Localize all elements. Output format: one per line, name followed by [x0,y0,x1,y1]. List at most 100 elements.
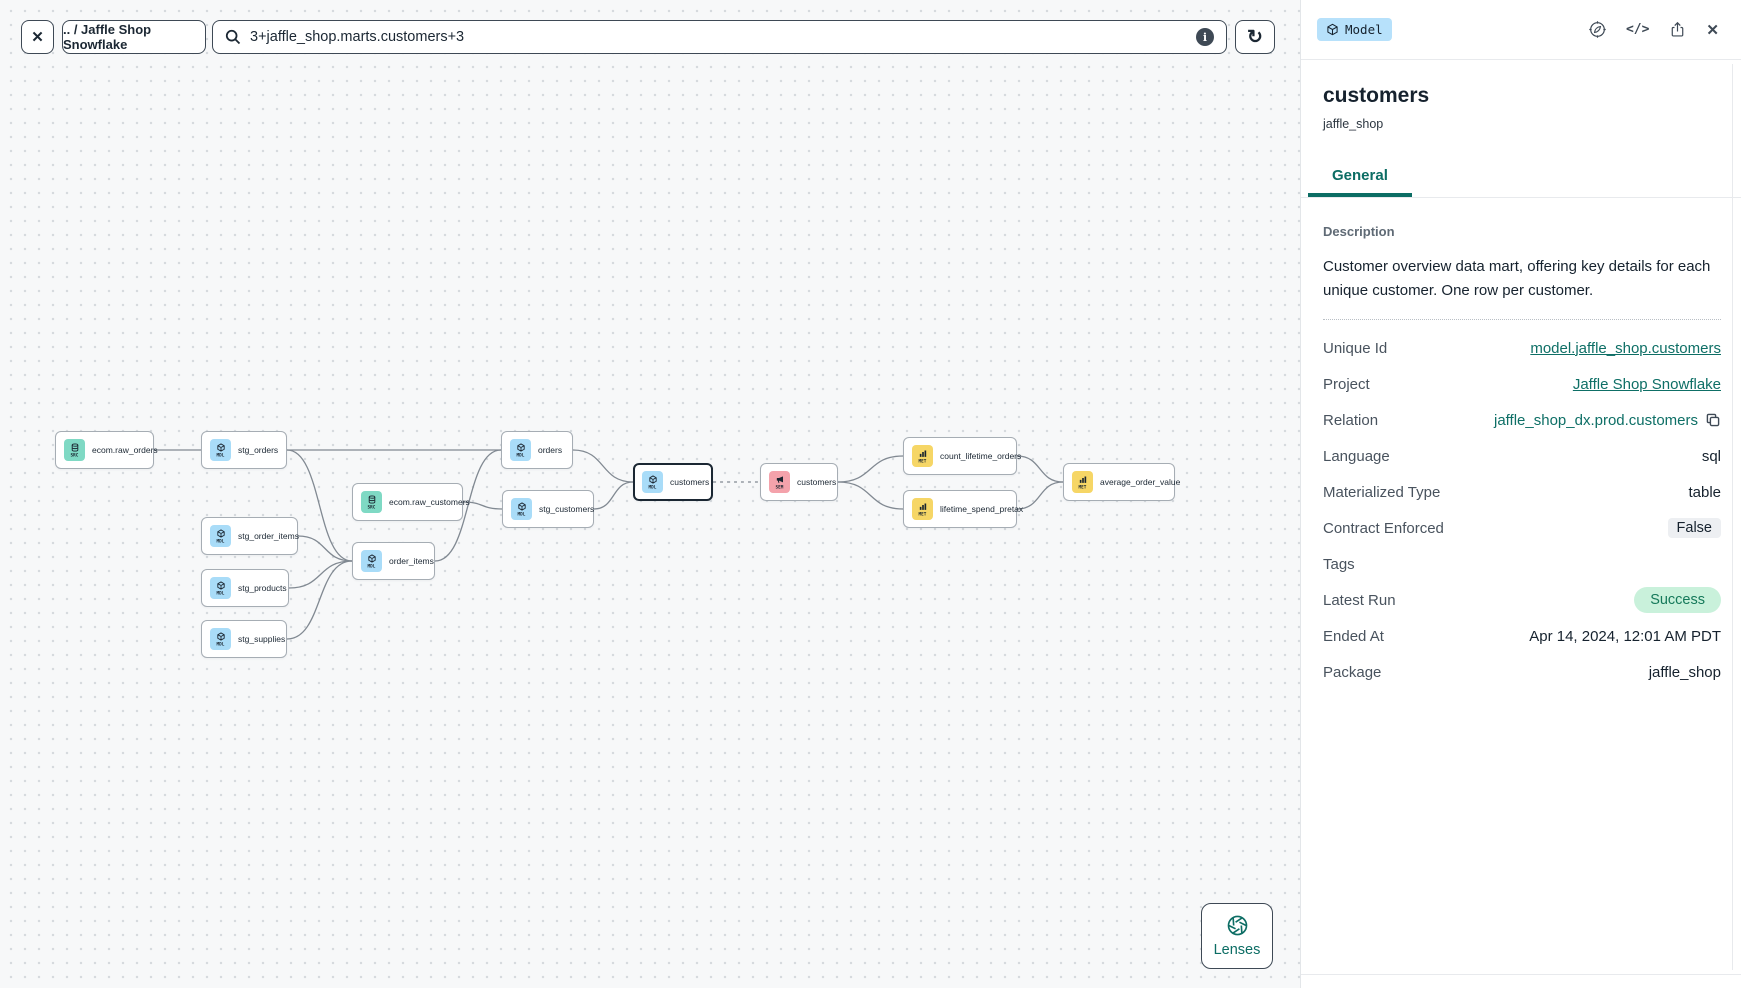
node-label: count_lifetime_orders [940,451,1022,461]
edge-stg-order-items-to-order-items [297,535,353,562]
detail-label: Relation [1323,411,1379,429]
tab-general[interactable]: General [1308,161,1412,197]
node-customers[interactable]: MDL customers [633,463,713,501]
panel-subtitle: jaffle_shop [1323,117,1384,131]
detail-row-tags: Tags [1323,546,1721,582]
breadcrumb-label: .. / Jaffle Shop Snowflake [63,22,152,52]
info-icon[interactable]: i [1196,28,1214,46]
detail-row-language: Language sql [1323,438,1721,474]
database-icon: SRC [64,439,85,461]
lenses-aperture-icon [1227,915,1247,936]
page-title: customers [1323,84,1430,107]
panel-header: Model </> ✕ [1301,0,1741,60]
divider [1301,974,1741,975]
detail-label: Latest Run [1323,591,1396,609]
detail-link[interactable]: Jaffle Shop Snowflake [1572,375,1721,393]
node-ecom-raw-orders[interactable]: SRC ecom.raw_orders [55,431,158,469]
bar-chart-icon: MET [912,498,933,520]
lenses-label: Lenses [1213,942,1261,958]
node-label: orders [538,445,563,455]
detail-row-project: Project Jaffle Shop Snowflake [1323,366,1721,402]
detail-label: Contract Enforced [1323,519,1444,537]
share-icon[interactable] [1668,20,1687,39]
details-panel: Model </> ✕ cu [1300,0,1741,988]
node-stg-orders[interactable]: MDL stg_orders [201,431,287,469]
node-label: ecom.raw_orders [92,445,158,455]
close-lineage-button[interactable]: ✕ [21,20,54,54]
node-orders[interactable]: MDL orders [501,431,573,469]
detail-value: sql [1701,447,1721,465]
database-icon: SRC [361,491,382,513]
breadcrumb[interactable]: .. / Jaffle Shop Snowflake [62,20,206,54]
refresh-button[interactable]: ↻ [1235,20,1275,54]
node-count-lifetime-orders[interactable]: MET count_lifetime_orders [903,437,1021,475]
detail-label: Materialized Type [1323,483,1441,501]
node-stg-supplies[interactable]: MDL stg_supplies [201,620,287,658]
search-input[interactable] [250,29,1187,45]
node-lifetime-spend-pretax[interactable]: MET lifetime_spend_pretax [903,490,1023,528]
edge-stg-supplies-to-order-items [286,560,353,640]
cube-icon: MDL [642,471,663,493]
close-icon: ✕ [31,29,44,46]
detail-value: jaffle_shop [1648,663,1721,681]
detail-link[interactable]: model.jaffle_shop.customers [1530,339,1721,357]
edge-orders-to-customers [572,449,634,483]
node-label: stg_orders [238,445,279,455]
cube-icon: MDL [210,628,231,650]
model-type-badge: Model [1317,18,1392,41]
contract-badge: False [1667,518,1721,538]
copy-icon[interactable] [1705,412,1721,428]
edge-lifetime-spend-pretax-to-average-order-value [1016,481,1064,510]
description-label: Description [1323,224,1395,239]
node-stg-products[interactable]: MDL stg_products [201,569,289,607]
detail-label: Language [1323,447,1390,465]
node-label: customers [670,477,710,487]
node-label: stg_customers [539,504,595,514]
node-average-order-value[interactable]: MET average_order_value [1063,463,1180,501]
node-label: customers [797,477,837,487]
node-label: stg_supplies [238,634,286,644]
edge-count-lifetime-orders-to-average-order-value [1016,455,1064,483]
detail-row-relation: Relation jaffle_shop_dx.prod.customers [1323,402,1721,438]
close-panel-icon[interactable]: ✕ [1706,21,1719,39]
megaphone-icon: SEM [769,471,790,493]
detail-row-latest-run: Latest Run Success [1323,582,1721,618]
cube-icon: MDL [210,525,231,547]
edge-customers-sem-to-count-lifetime-orders [837,455,904,483]
node-label: average_order_value [1100,477,1181,487]
model-type-badge-label: Model [1345,22,1383,37]
lineage-search[interactable]: i [212,20,1227,54]
edge-stg-products-to-order-items [288,560,353,589]
detail-value: Apr 14, 2024, 12:01 AM PDT [1529,627,1721,645]
detail-label: Project [1323,375,1370,393]
node-label: lifetime_spend_pretax [940,504,1024,514]
code-icon[interactable]: </> [1625,22,1650,37]
status-badge: Success [1634,587,1721,613]
cube-icon: MDL [510,439,531,461]
bar-chart-icon: MET [912,445,933,467]
cube-icon: MDL [210,577,231,599]
node-customers-sem[interactable]: SEM customers [760,463,838,501]
cube-icon [1326,23,1339,36]
cube-icon: MDL [511,498,532,520]
detail-link[interactable]: jaffle_shop_dx.prod.customers [1493,411,1698,429]
node-label: order_items [389,556,434,566]
explore-compass-icon[interactable] [1588,20,1607,39]
node-label: stg_products [238,583,287,593]
cube-icon: MDL [210,439,231,461]
node-stg-customers[interactable]: MDL stg_customers [502,490,594,528]
bar-chart-icon: MET [1072,471,1093,493]
refresh-icon: ↻ [1247,26,1263,48]
lenses-button[interactable]: Lenses [1201,903,1273,969]
search-icon [225,29,241,45]
detail-label: Tags [1323,555,1355,573]
edge-customers-sem-to-lifetime-spend-pretax [837,481,904,510]
